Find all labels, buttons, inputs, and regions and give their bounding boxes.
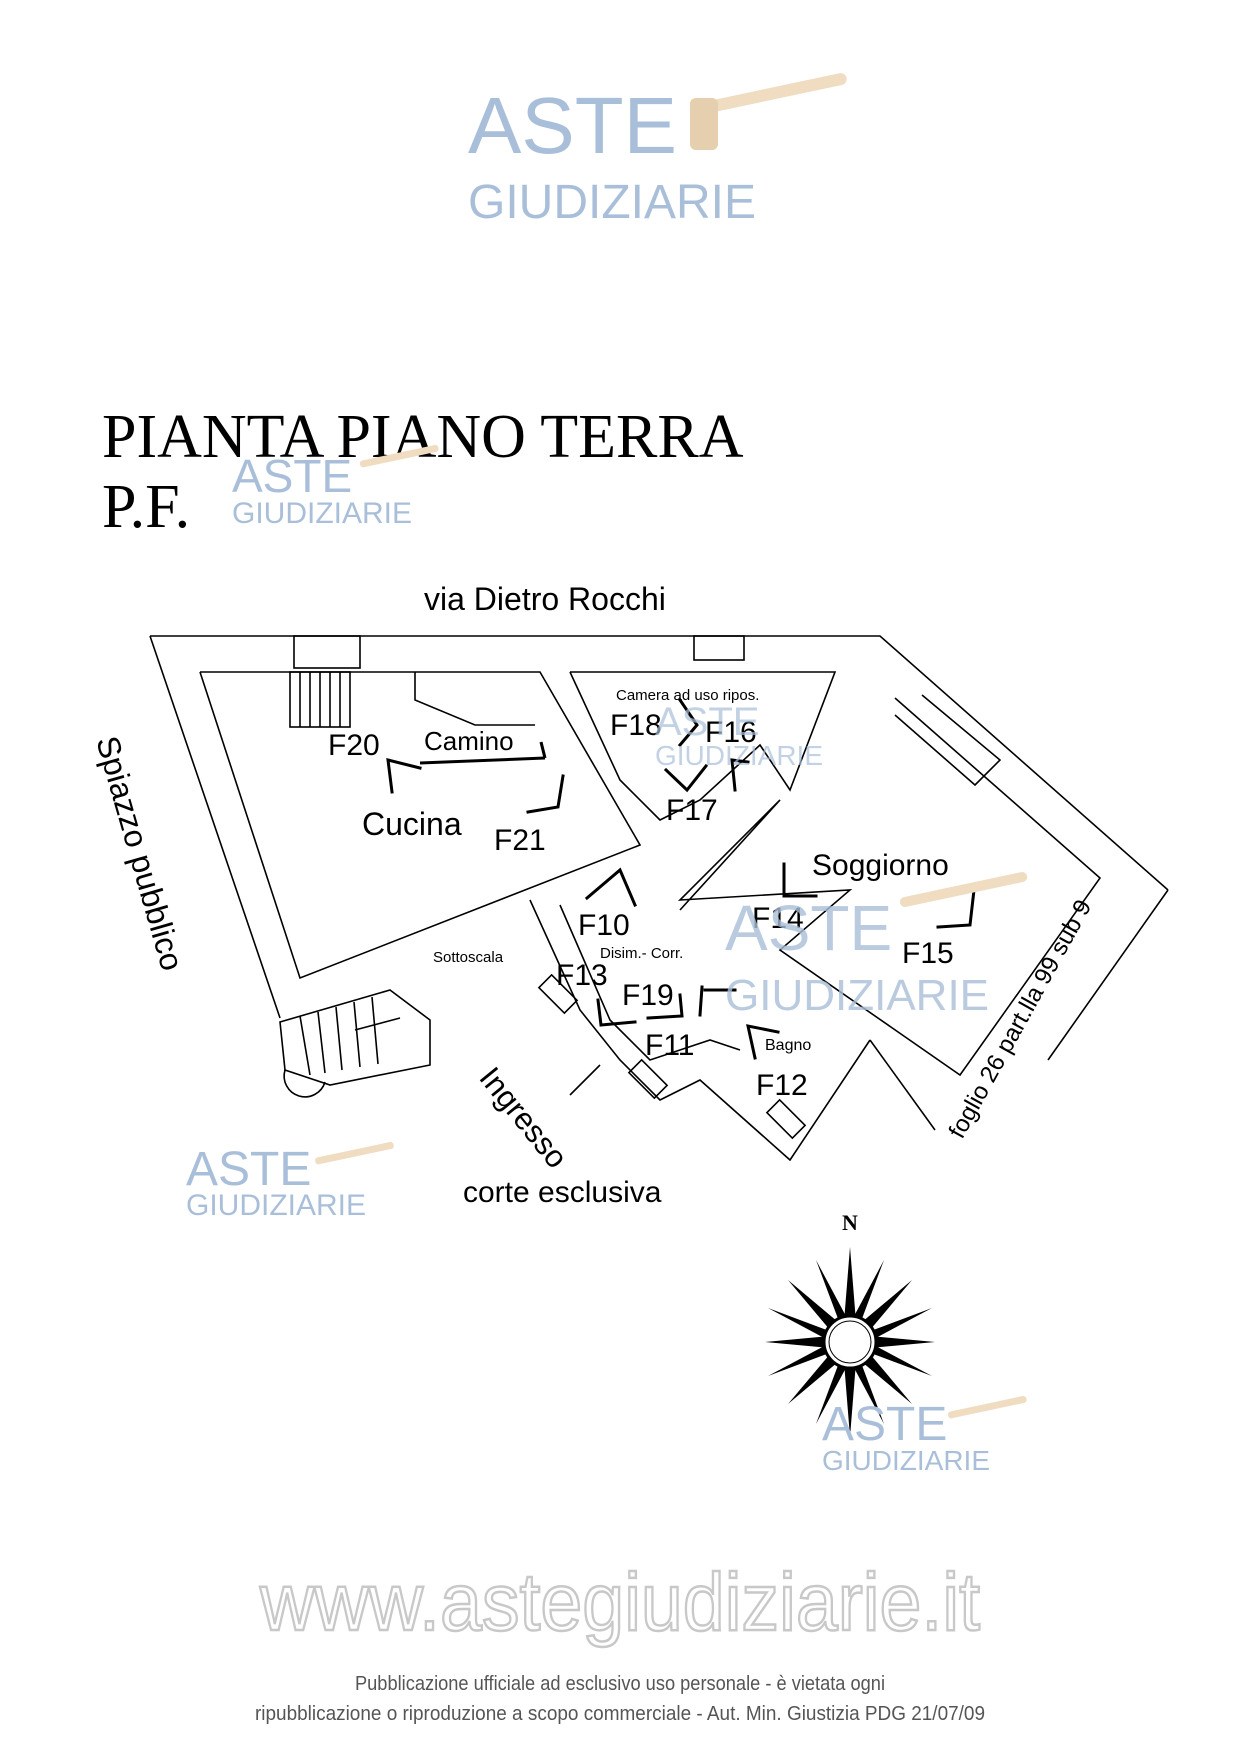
- watermark-logo-title: ASTE GIUDIZIARIE: [232, 444, 439, 530]
- watermark-logo-mid: ASTE GIUDIZIARIE: [655, 700, 823, 771]
- svg-text:ASTE: ASTE: [655, 700, 759, 744]
- gavel-icon: [315, 1141, 394, 1165]
- watermark-aste-text: ASTE: [468, 81, 677, 170]
- fireplace-label: Camino: [424, 726, 514, 756]
- svg-text:ASTE: ASTE: [725, 892, 892, 964]
- street-label: via Dietro Rocchi: [424, 581, 666, 617]
- photo-point-marker: [584, 867, 637, 907]
- photo-point-marker: [663, 763, 709, 793]
- room-understairs-label: Sottoscala: [433, 949, 504, 966]
- svg-text:GIUDIZIARIE: GIUDIZIARIE: [232, 497, 412, 530]
- watermark-logo-left: ASTE GIUDIZIARIE: [186, 1141, 394, 1222]
- photo-point-label: F21: [494, 824, 546, 857]
- photo-point-label: F10: [578, 909, 630, 942]
- footer-line-2: ripubblicazione o riproduzione a scopo c…: [255, 1703, 985, 1725]
- compass-rose: N: [765, 1210, 935, 1437]
- photo-point-marker: [936, 888, 976, 929]
- gavel-icon: [899, 872, 1028, 907]
- photo-point-label: F18: [610, 709, 662, 742]
- entrance-arrow: [569, 1064, 601, 1096]
- fireplace-line: [419, 756, 546, 765]
- svg-text:ASTE: ASTE: [186, 1143, 311, 1196]
- side-label: Spiazzo pubblico: [89, 732, 190, 974]
- room-living-label: Soggiorno: [812, 849, 949, 882]
- room-bedroom-label: Camera ad uso ripos.: [616, 687, 759, 704]
- photo-points: F20 F21 F18 F16 F17 F10 F14 F15 F13 F19 …: [328, 697, 976, 1102]
- court-label: corte esclusiva: [463, 1176, 662, 1209]
- footer-line-1: Pubblicazione ufficiale ad esclusivo uso…: [355, 1673, 885, 1695]
- photo-point-marker: [526, 774, 565, 814]
- watermark-giudiziarie-text: GIUDIZIARIE: [468, 176, 756, 229]
- photo-point-label: F19: [622, 979, 674, 1012]
- room-kitchen-label: Cucina: [362, 806, 462, 842]
- compass-north-label: N: [842, 1210, 858, 1235]
- svg-text:ASTE: ASTE: [232, 450, 352, 502]
- photo-point-marker: [782, 862, 818, 898]
- photo-point-marker: [646, 993, 684, 1020]
- watermark-url: www.astegiudiziarie.it: [259, 1557, 980, 1648]
- photo-point-label: F20: [328, 729, 380, 762]
- gavel-icon: [690, 73, 847, 150]
- photo-point-marker: [677, 697, 699, 748]
- room-bath-label: Bagno: [765, 1037, 811, 1054]
- photo-point-label: F11: [645, 1029, 694, 1062]
- svg-text:GIUDIZIARIE: GIUDIZIARIE: [725, 971, 989, 1020]
- photo-point-marker: [746, 1024, 780, 1060]
- photo-point-marker: [730, 758, 750, 792]
- plan-subtitle: P.F.: [102, 473, 190, 541]
- building-walls: [149, 635, 1169, 1162]
- photo-point-label: F15: [902, 937, 954, 970]
- photo-point-label: F13: [556, 959, 608, 992]
- watermark-logo-bottom: ASTE GIUDIZIARIE: [822, 1395, 1027, 1476]
- photo-point-label: F17: [666, 794, 718, 827]
- photo-point-label: F16: [705, 716, 757, 749]
- watermark-logo-top: ASTE GIUDIZIARIE: [468, 73, 847, 229]
- room-corridor-label: Disim.- Corr.: [600, 945, 683, 962]
- watermark-logo-center: ASTE GIUDIZIARIE: [725, 872, 1028, 1020]
- compass-icon: [765, 1247, 935, 1437]
- svg-text:GIUDIZIARIE: GIUDIZIARIE: [655, 740, 823, 771]
- photo-point-label: F12: [756, 1069, 808, 1102]
- photo-point-marker: [386, 758, 422, 794]
- svg-text:GIUDIZIARIE: GIUDIZIARIE: [186, 1189, 366, 1222]
- entrance-label: Ingresso: [473, 1060, 575, 1174]
- plan-title: PIANTA PIANO TERRA: [102, 403, 744, 471]
- exterior-staircase: [279, 989, 431, 1098]
- photo-point-label: F14: [752, 902, 804, 935]
- photo-point-marker: [596, 998, 637, 1027]
- gavel-icon: [359, 444, 439, 468]
- svg-text:GIUDIZIARIE: GIUDIZIARIE: [822, 1445, 990, 1476]
- svg-text:ASTE: ASTE: [822, 1398, 947, 1451]
- gavel-icon: [947, 1395, 1027, 1419]
